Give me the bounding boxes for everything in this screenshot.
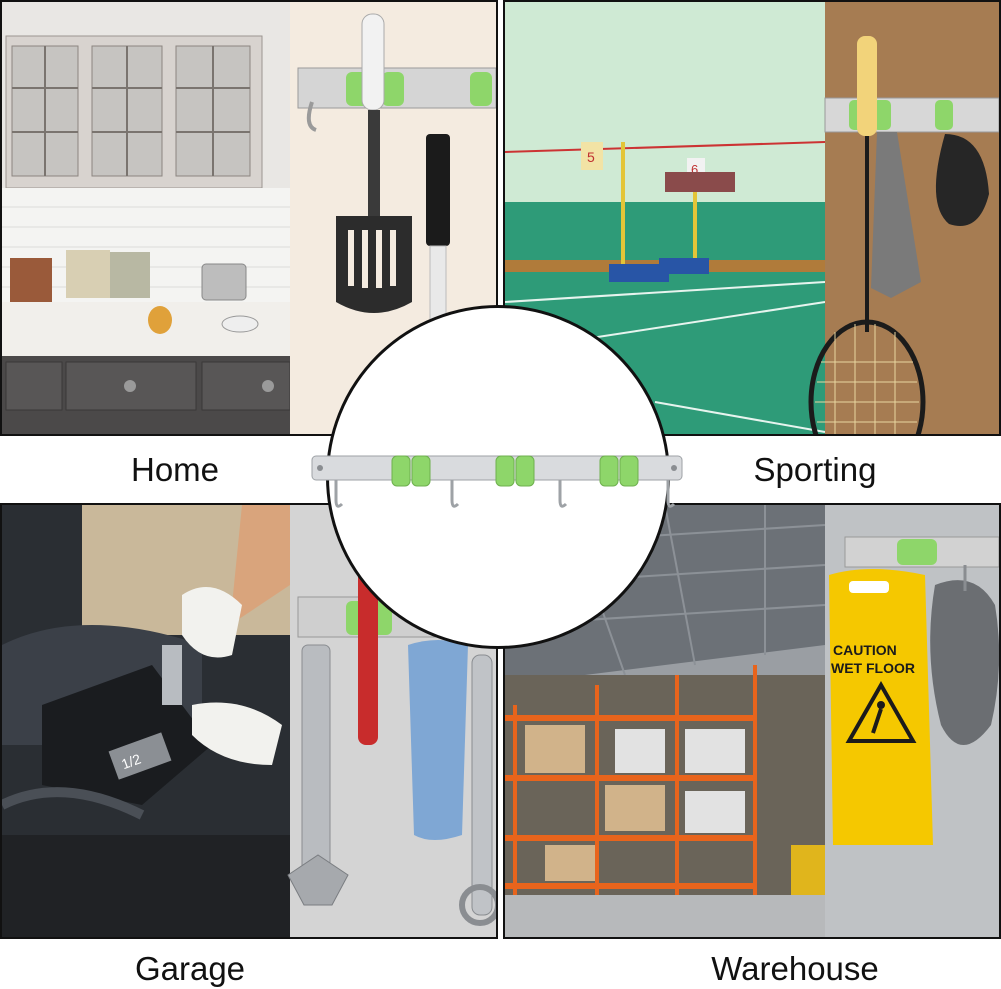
court-number-5: 5: [587, 149, 595, 165]
caution-line1: CAUTION: [833, 642, 897, 658]
scene-label-warehouse: Warehouse: [711, 950, 879, 987]
garage-photo: 1/2: [0, 503, 498, 939]
engine-mark: 1/2: [119, 750, 143, 772]
court-number-6: 6: [691, 162, 698, 177]
home-photo: [0, 0, 498, 436]
scene-label-garage: Garage: [134, 950, 246, 987]
rack-product-image: [308, 450, 686, 520]
caution-line2: WET FLOOR: [831, 660, 915, 676]
scene-label-home: Home: [130, 451, 220, 488]
scene-label-sporting: Sporting: [753, 451, 877, 488]
